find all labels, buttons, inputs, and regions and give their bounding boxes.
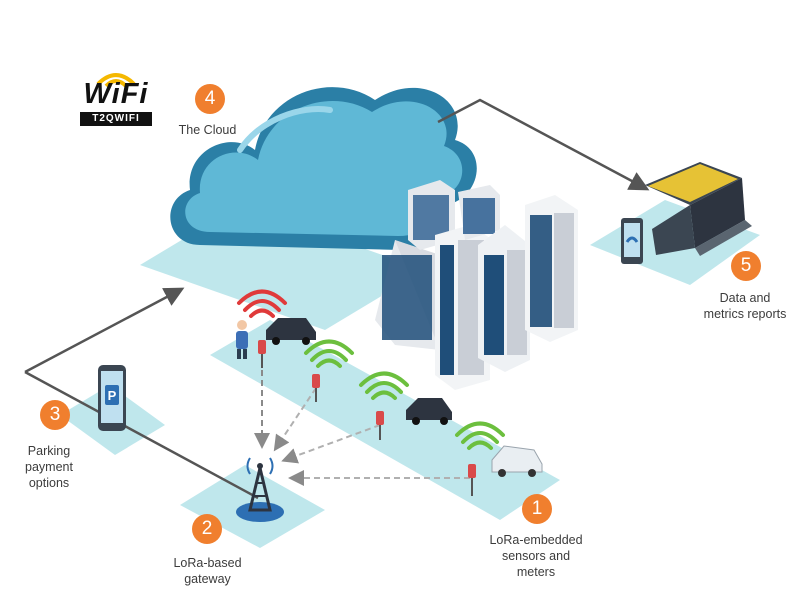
step-1-label-line: LoRa-embedded	[489, 533, 583, 547]
step-3-label-line: payment	[25, 460, 73, 474]
smartphone-icon: P	[98, 365, 126, 431]
payment-to-cloud-arrow	[24, 287, 185, 374]
step-3-label-line: Parking	[27, 444, 71, 458]
step-2-label-line: gateway	[184, 572, 231, 586]
t2qwifi-logo: WiFi T2QWIFI	[68, 68, 164, 130]
car-icon	[266, 318, 316, 345]
wifi-signal-red-icon	[237, 289, 287, 318]
step-5-label-line: metrics reports	[703, 307, 787, 321]
cloud-to-reports-arrow	[437, 98, 650, 191]
cloud-icon	[170, 87, 477, 250]
sensor-link	[273, 387, 317, 452]
step-1-label: LoRa-embedded sensors and meters	[480, 532, 592, 580]
step-1-badge: 1	[522, 494, 552, 524]
car-icon	[406, 398, 452, 425]
wifi-signal-green-icon	[455, 421, 505, 450]
tablet-icon	[621, 218, 643, 264]
parking-meter-icon	[258, 340, 266, 368]
parking-attendant	[236, 320, 248, 359]
step-5-label: Data and metrics reports	[690, 290, 800, 322]
parking-meter-icon	[312, 374, 320, 402]
parking-meter-icon	[468, 464, 476, 496]
step-5-label-line: Data and	[719, 291, 771, 305]
step-3-badge: 3	[40, 400, 70, 430]
wifi-signal-green-icon	[304, 339, 354, 368]
step-1-label-line: sensors and	[501, 549, 571, 563]
wifi-signal-green-icon	[359, 371, 409, 400]
gateway-to-payment-line	[24, 370, 259, 500]
step-2-label: LoRa-based gateway	[160, 555, 255, 587]
step-3-label-line: options	[28, 476, 70, 490]
sensor-link	[281, 424, 381, 464]
step-5-badge: 5	[731, 251, 761, 281]
step-1-label-line: meters	[516, 565, 556, 579]
step-4-label: The Cloud	[160, 122, 255, 138]
gateway-tower-icon	[236, 457, 284, 522]
step-4-badge: 4	[195, 84, 225, 114]
logo-subtitle: T2QWIFI	[80, 112, 152, 126]
step-2-badge: 2	[192, 514, 222, 544]
logo-word: WiFi	[83, 78, 149, 110]
city-buildings	[375, 180, 578, 390]
logo-wifi-arc-icon	[96, 73, 136, 88]
step-2-label-line: LoRa-based	[173, 556, 242, 570]
car-icon	[491, 445, 543, 477]
step-3-label: Parking payment options	[14, 443, 84, 491]
step-4-label-line: The Cloud	[178, 123, 237, 137]
laptop-icon	[645, 162, 752, 256]
svg-text:P: P	[108, 388, 117, 403]
parking-meter-icon	[376, 411, 384, 440]
